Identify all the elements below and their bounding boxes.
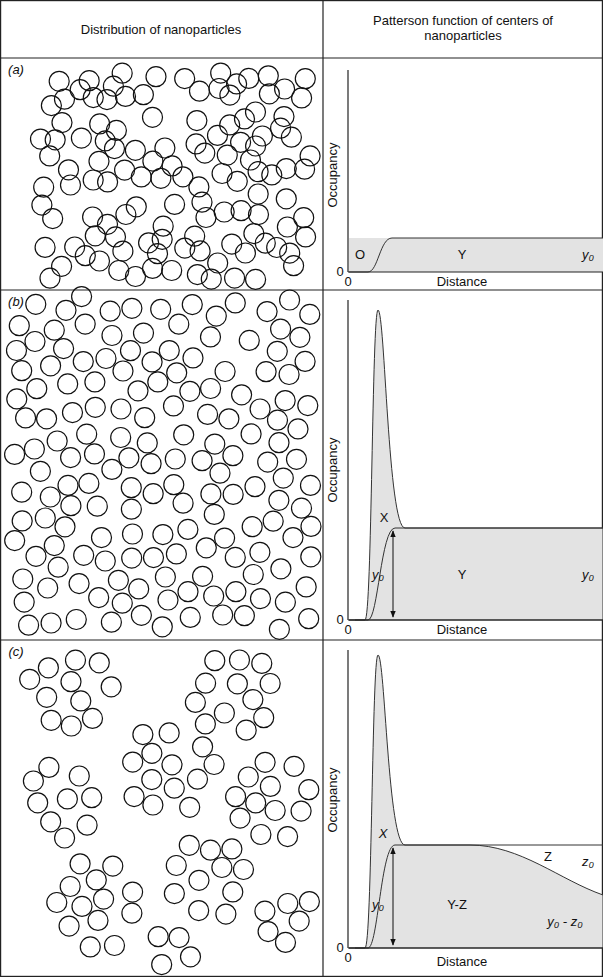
axis-title: Distance [437, 955, 488, 970]
axis-tick: 0 [336, 941, 343, 956]
region-label: X [379, 827, 388, 842]
panel-letter: (c) [8, 645, 23, 660]
axis-title: Occupancy [326, 437, 341, 502]
region-label: Z [544, 850, 552, 865]
axis-tick: 0 [344, 623, 351, 638]
panel-letter: (a) [8, 63, 24, 78]
value-label: y₀ - z₀ [547, 915, 583, 930]
axis-title: Distance [437, 623, 488, 638]
value-label: y₀ [582, 248, 594, 263]
axis-title: Distance [437, 275, 488, 290]
axis-tick: 0 [336, 613, 343, 628]
value-label: y₀ [582, 568, 594, 583]
value-label: y₀ [372, 898, 384, 913]
axis-tick: 0 [344, 275, 351, 290]
axis-title: Occupancy [326, 142, 341, 207]
axis-tick: 0 [336, 265, 343, 280]
column-header: Patterson function of centers of nanopar… [338, 14, 588, 44]
patterson-plot-a [348, 70, 603, 272]
region-label: X [380, 511, 389, 526]
region-label: O [355, 248, 365, 263]
patterson-plot-c [348, 650, 603, 948]
region-label: Y [458, 568, 467, 583]
panel-letter: (b) [8, 295, 24, 310]
value-label: y₀ [372, 568, 384, 583]
patterson-plot-b [348, 300, 603, 620]
region-label: Y [458, 248, 467, 263]
value-label: z₀ [582, 855, 594, 870]
axis-tick: 0 [344, 951, 351, 966]
nanoparticles [5, 63, 321, 975]
axis-title: Occupancy [326, 767, 341, 832]
region-label: Y-Z [447, 898, 467, 913]
column-header: Distribution of nanoparticles [81, 23, 241, 38]
